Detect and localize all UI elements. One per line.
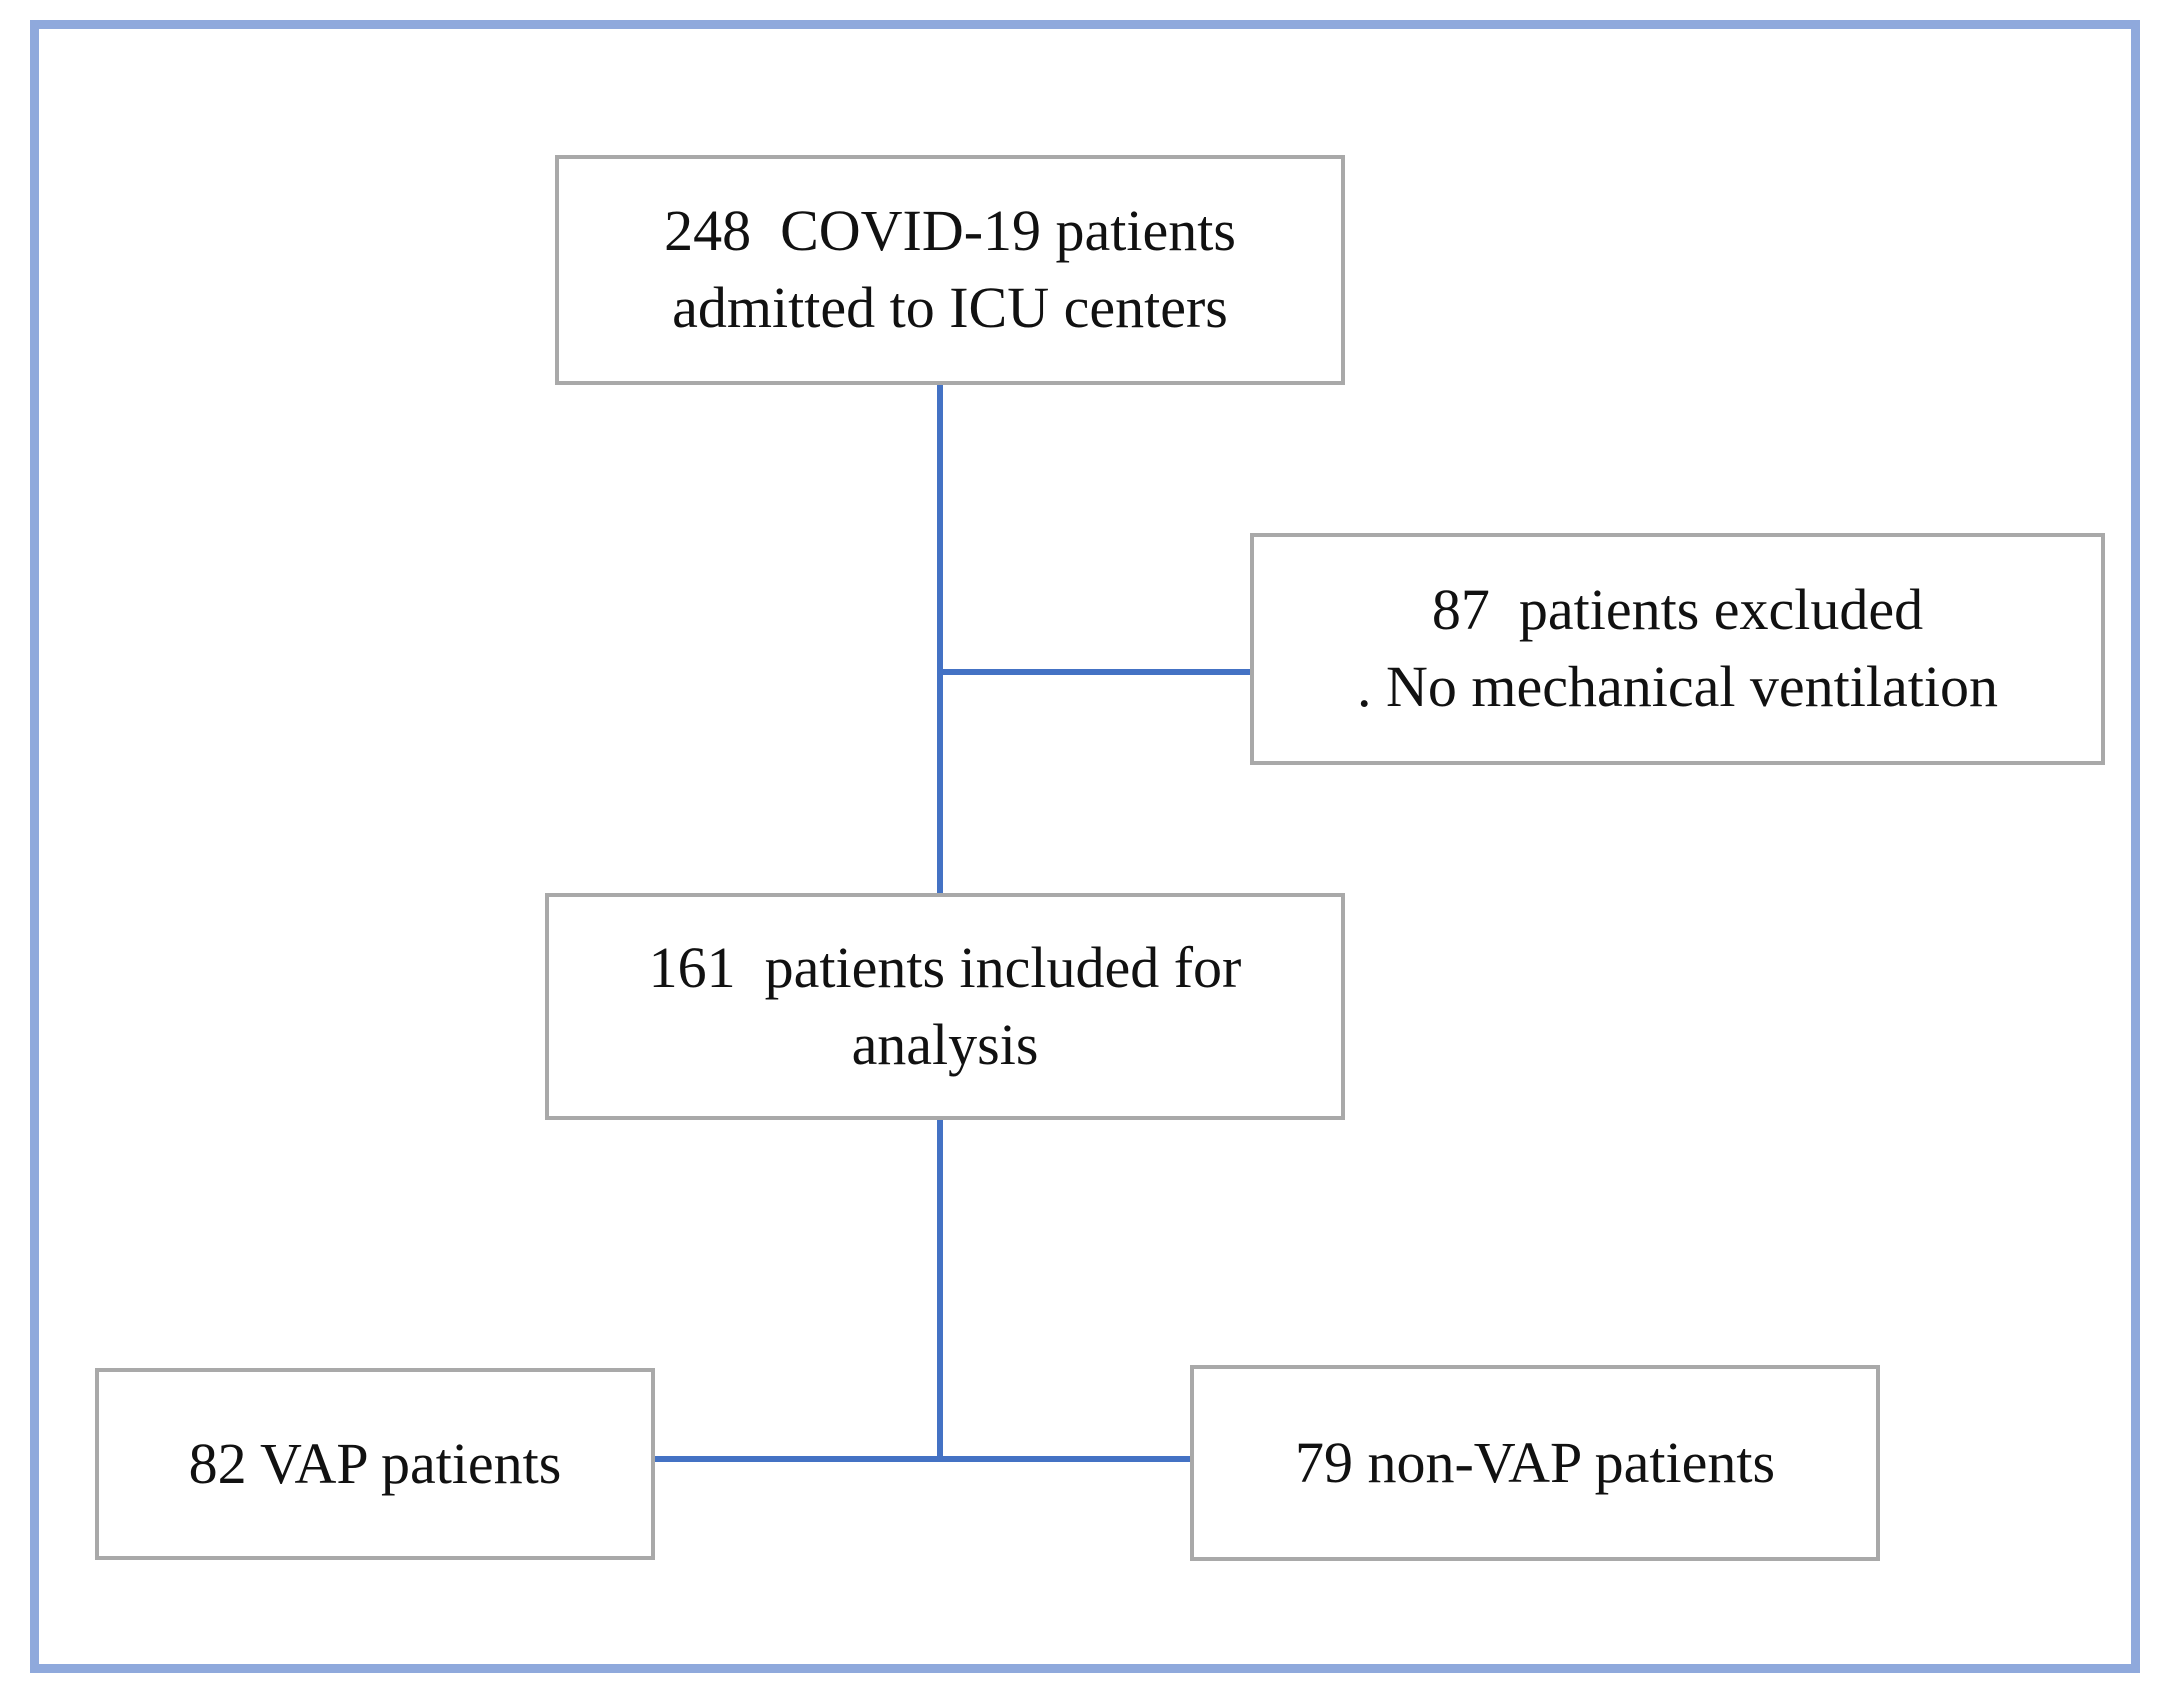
flow-box-excluded-line-2: . No mechanical ventilation: [1356, 654, 1998, 719]
flow-box-excluded-line-1: 87 patients excluded: [1431, 577, 1924, 643]
flow-box-included: 161 patients included for analysis: [545, 893, 1345, 1120]
outer-border-frame: [30, 20, 2140, 1673]
flow-box-included-line-1: 161 patients included for: [648, 934, 1242, 1000]
flow-box-admitted: 248 COVID-19 patients admitted to ICU ce…: [555, 155, 1345, 385]
flow-box-nonvap: 79 non-VAP patients: [1190, 1365, 1880, 1561]
connector-branch-to-excluded: [940, 669, 1252, 675]
connector-admitted-to-included: [937, 385, 943, 895]
flow-box-admitted-line-1: 248 COVID-19 patients: [664, 198, 1236, 264]
flow-box-nonvap-line-1: 79 non-VAP patients: [1294, 1429, 1776, 1495]
connector-split-vap-nonvap: [655, 1456, 1192, 1462]
connector-included-to-split: [937, 1118, 943, 1462]
flow-box-excluded: 87 patients excluded . No mechanical ven…: [1250, 533, 2105, 765]
flow-box-included-line-2: analysis: [851, 1011, 1039, 1077]
flow-box-admitted-line-2: admitted to ICU centers: [672, 275, 1228, 340]
flow-box-vap: 82 VAP patients: [95, 1368, 655, 1560]
flow-box-vap-line-1: 82 VAP patients: [188, 1430, 562, 1496]
